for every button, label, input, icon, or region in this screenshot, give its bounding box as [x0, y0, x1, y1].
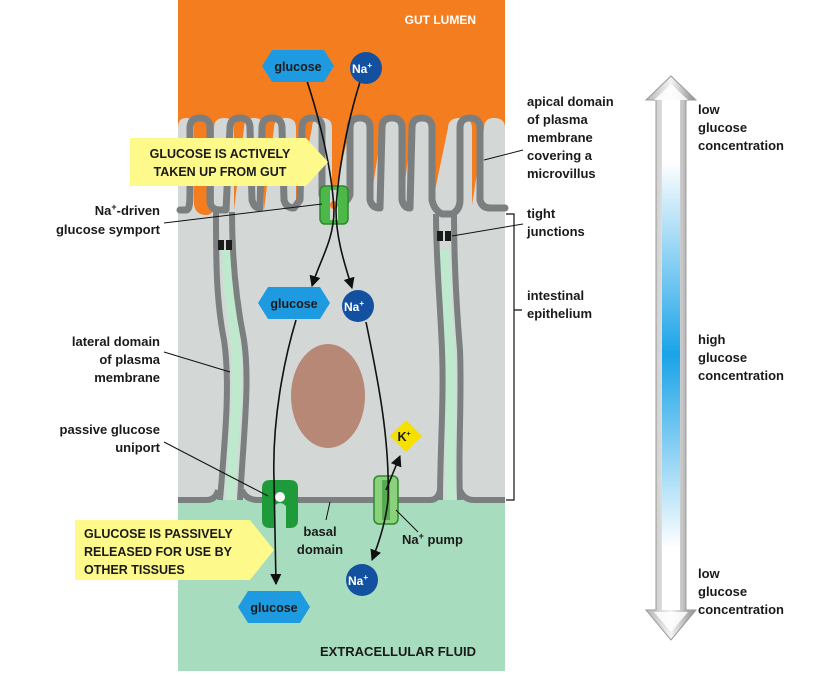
glucose-gradient-arrow	[644, 75, 698, 641]
glucose-molecule-lumen: glucose	[262, 50, 334, 82]
lateral-gap-right	[440, 250, 456, 500]
release-callout: GLUCOSE IS PASSIVELY RELEASED FOR USE BY…	[75, 520, 274, 580]
epithelium-bracket	[506, 213, 522, 501]
lateral-membrane-left-a	[213, 211, 230, 501]
gradient-top-line-3: concentration	[698, 138, 784, 153]
svg-text:Na+: Na+	[344, 299, 364, 314]
symport-label-prefix: Na	[95, 203, 112, 218]
sodium-entry-path	[335, 81, 361, 290]
gut-lumen-label: GUT LUMEN	[405, 13, 476, 27]
gradient-bottom-line-1: low	[698, 566, 721, 581]
basal-label-line-1: basal	[303, 524, 336, 539]
lateral-membrane-right-a	[433, 213, 446, 501]
pump-label-prefix: Na	[402, 532, 419, 547]
release-callout-line-1: GLUCOSE IS PASSIVELY	[84, 527, 233, 541]
pump-label: Na+ pump	[402, 531, 463, 547]
release-callout-line-3: OTHER TISSUES	[84, 563, 185, 577]
tight-label-line-2: junctions	[526, 224, 585, 239]
tight-junction-left-1	[218, 240, 224, 250]
potassium-charge: +	[406, 431, 410, 438]
symport-leader	[163, 203, 323, 224]
symport-label-line-2: glucose symport	[56, 222, 161, 237]
lateral-leader	[163, 351, 231, 373]
pump-label-text: pump	[424, 532, 463, 547]
sodium-label-lumen: Na	[352, 62, 368, 76]
sodium-label-fluid: Na	[348, 574, 364, 588]
sodium-ion-cell: Na+	[342, 290, 374, 322]
lateral-gap-left	[222, 250, 242, 500]
uptake-callout: GLUCOSE IS ACTIVELY TAKEN UP FROM GUT	[130, 138, 328, 186]
symport-label-text: -driven	[117, 203, 160, 218]
epithelium-label-line-2: epithelium	[527, 306, 592, 321]
gradient-middle-line-2: glucose	[698, 350, 747, 365]
apical-label-line-2: of plasma	[527, 112, 588, 127]
sodium-charge-cell: +	[359, 299, 364, 308]
svg-text:Na+: Na+	[348, 573, 368, 588]
lateral-label-line-2: of plasma	[99, 352, 160, 367]
tight-junction-right-2	[445, 231, 451, 241]
apical-label-line-5: microvillus	[527, 166, 596, 181]
basal-leader	[325, 501, 331, 521]
uniport-leader	[163, 441, 269, 497]
symport-label-line-1: Na+-driven	[95, 202, 160, 218]
lateral-label-line-1: lateral domain	[72, 334, 160, 349]
uptake-callout-line-2: TAKEN UP FROM GUT	[154, 165, 287, 179]
svg-text:K+: K+	[397, 430, 410, 444]
lateral-membrane-left-b	[229, 211, 250, 501]
basal-membrane	[178, 488, 505, 503]
sodium-charge-fluid: +	[363, 573, 368, 582]
epithelium-label-line-1: intestinal	[527, 288, 584, 303]
glucose-molecule-cell: glucose	[258, 287, 330, 319]
sodium-exit-path	[365, 321, 390, 562]
potassium-ion: K+	[390, 420, 422, 452]
glucose-exit-path	[270, 319, 297, 586]
gradient-middle-line-1: high	[698, 332, 725, 347]
lateral-membrane-right-b	[451, 213, 464, 501]
uniport-label-line-2: uniport	[115, 440, 160, 455]
potassium-label: K	[397, 430, 406, 444]
sodium-charge-lumen: +	[367, 61, 372, 70]
symport-label-charge: +	[111, 202, 116, 212]
tight-junction-right-1	[437, 231, 443, 241]
sodium-ion-fluid: Na+	[346, 564, 378, 596]
glucose-label-lumen: glucose	[274, 60, 321, 74]
svg-text:Na+: Na+	[352, 61, 372, 76]
tight-junction-left-2	[226, 240, 232, 250]
pump-label-charge: +	[419, 531, 424, 541]
uniport-label-line-1: passive glucose	[60, 422, 160, 437]
gradient-middle-line-3: concentration	[698, 368, 784, 383]
glucose-entry-path	[305, 77, 335, 288]
glucose-label-cell: glucose	[270, 297, 317, 311]
gradient-bottom-line-2: glucose	[698, 584, 747, 599]
glucose-label-fluid: glucose	[250, 601, 297, 615]
uptake-callout-line-1: GLUCOSE IS ACTIVELY	[150, 147, 291, 161]
na-k-pump-protein	[373, 475, 399, 525]
extracellular-fluid-label: EXTRACELLULAR FLUID	[320, 644, 476, 659]
pump-leader	[395, 509, 419, 533]
apical-label-line-1: apical domain	[527, 94, 614, 109]
passive-glucose-uniport-protein	[262, 480, 298, 528]
potassium-entry-path	[385, 454, 402, 491]
apical-label-line-4: covering a	[527, 148, 593, 163]
basal-label-line-2: domain	[297, 542, 343, 557]
tight-leader	[451, 223, 524, 237]
lateral-label-line-3: membrane	[94, 370, 160, 385]
gradient-top-line-2: glucose	[698, 120, 747, 135]
apical-label-line-3: membrane	[527, 130, 593, 145]
gradient-bottom-line-3: concentration	[698, 602, 784, 617]
release-callout-line-2: RELEASED FOR USE BY	[84, 545, 233, 559]
sodium-label-cell: Na	[344, 300, 360, 314]
epithelial-cell-body	[178, 118, 505, 500]
gradient-top-line-1: low	[698, 102, 721, 117]
tight-label-line-1: tight	[527, 206, 556, 221]
sodium-ion-lumen: Na+	[350, 52, 382, 84]
glucose-molecule-fluid: glucose	[238, 591, 310, 623]
nucleus	[291, 344, 365, 448]
apical-leader	[483, 149, 524, 161]
